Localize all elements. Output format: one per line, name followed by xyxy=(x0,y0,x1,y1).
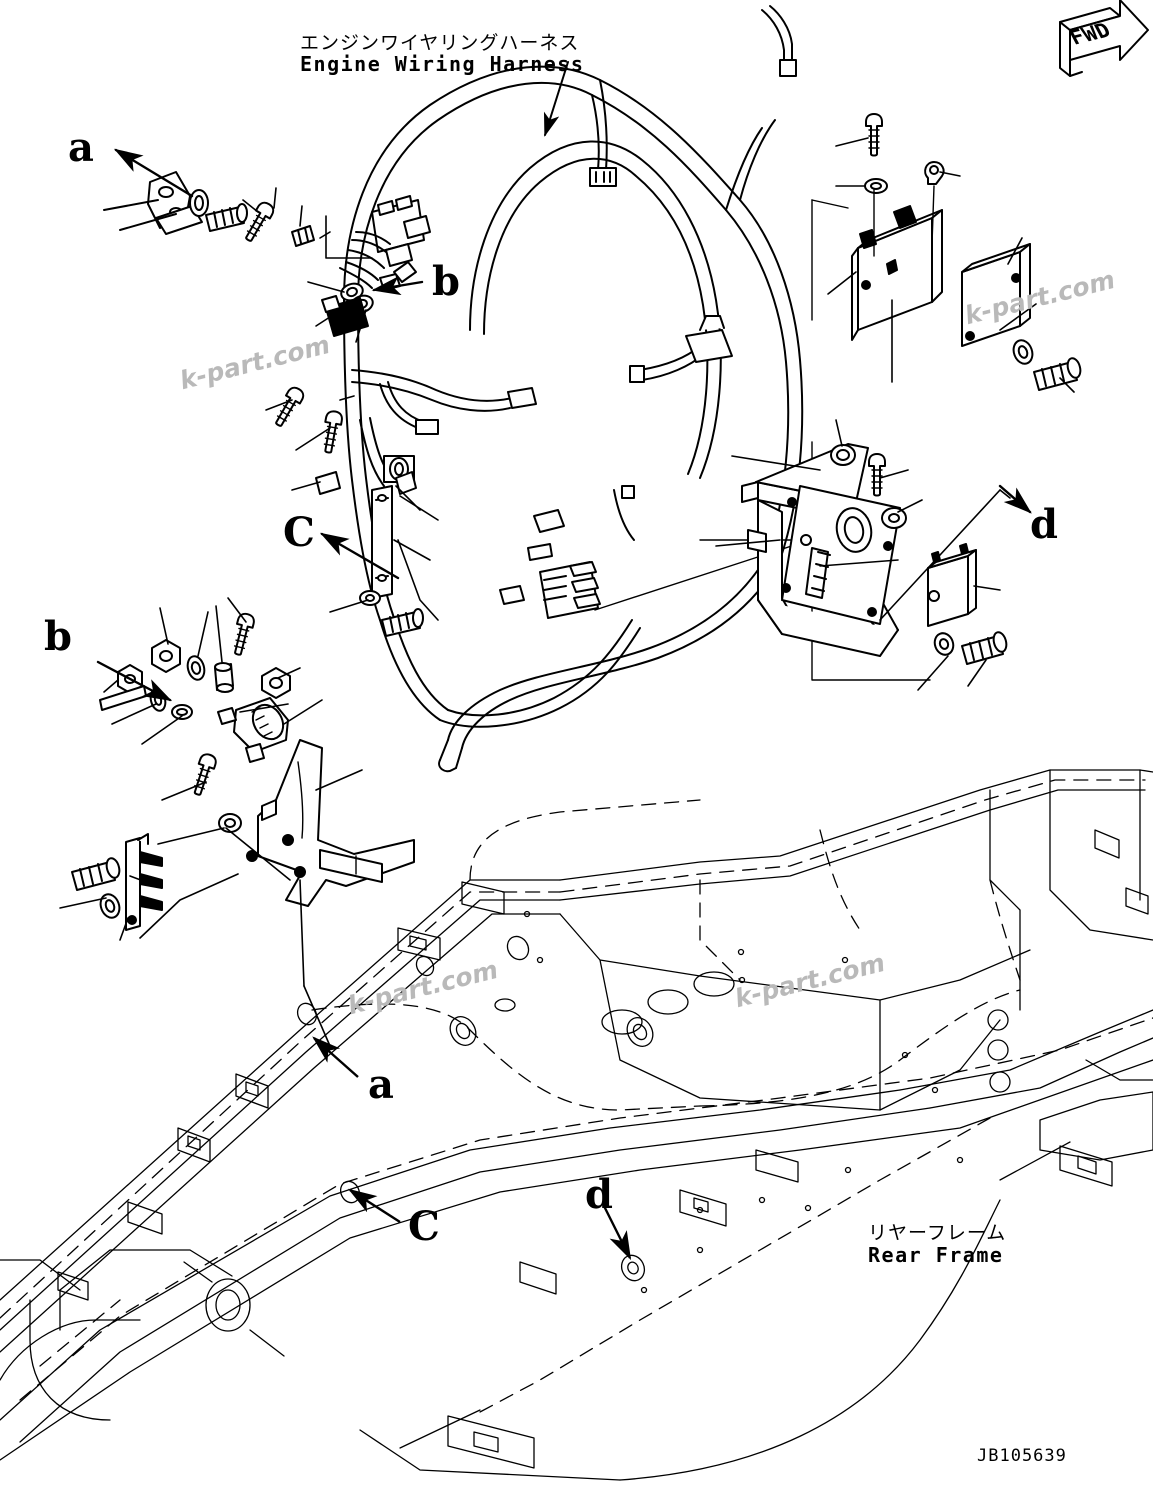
relay-cover-panel xyxy=(827,113,1082,393)
callout-d-frame-arrow xyxy=(602,1205,632,1261)
callout-a-frame-arrow xyxy=(312,1036,359,1078)
callout-c-frame: C xyxy=(408,1203,440,1250)
relay-mounting-bracket xyxy=(715,419,1011,691)
callout-a-frame: a xyxy=(368,1061,394,1108)
harness-title-english: Engine Wiring Harness xyxy=(300,52,585,76)
callout-a-upper: a xyxy=(68,124,94,171)
callout-d-frame: d xyxy=(585,1171,613,1218)
harness-title-japanese: エンジンワイヤリングハーネス xyxy=(300,32,580,54)
solenoid-switch-assembly xyxy=(59,597,415,987)
fwd-arrow-shape xyxy=(1059,0,1149,77)
engine-wiring-harness xyxy=(343,5,804,773)
harness-connector-block xyxy=(307,195,431,343)
frame-title-english: Rear Frame xyxy=(868,1243,1004,1267)
callout-c-frame-arrow xyxy=(347,1188,401,1224)
harness-clamp-bracket xyxy=(329,471,439,637)
mid-left-bolt-group xyxy=(265,384,355,495)
harness-branches xyxy=(351,315,733,605)
drawing-number: JB105639 xyxy=(977,1446,1067,1466)
callout-d-upper: d xyxy=(1030,501,1058,548)
callout-b-lower: b xyxy=(44,613,72,660)
callout-b-upper: b xyxy=(432,258,460,305)
harness-terminal-block xyxy=(527,543,601,619)
frame-title-japanese: リヤーフレーム xyxy=(868,1222,1007,1244)
upper-left-clip-assembly xyxy=(103,171,331,247)
rear-frame-phantom-lines xyxy=(0,779,1153,1413)
callout-c-upper: C xyxy=(283,509,315,556)
rear-frame-structure xyxy=(0,769,1153,1481)
